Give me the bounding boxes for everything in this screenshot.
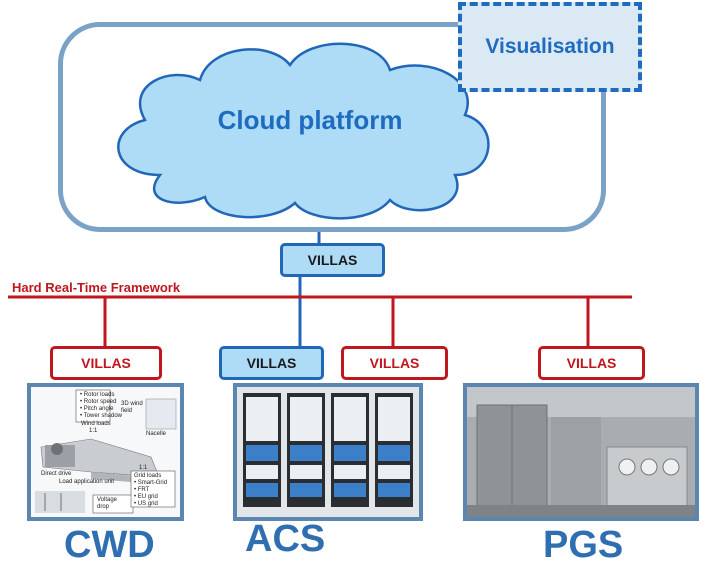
cwd-text-speed: • Rotor speed	[80, 399, 117, 405]
cwd-text-frt: • FRT	[134, 487, 150, 493]
cwd-text-tower: • Tower shadow	[80, 413, 123, 419]
rack-4	[375, 393, 413, 507]
visualisation-label: Visualisation	[485, 35, 615, 58]
villas-mid-label: VILLAS	[369, 355, 420, 371]
cwd-text-voltage: Voltage drop	[97, 497, 118, 510]
cwd-text-smart: • Smart-Grid	[134, 480, 168, 486]
cwd-image: • Rotor loads • Rotor speed • Pitch angl…	[27, 383, 184, 521]
cwd-text-us: • US grid	[134, 501, 158, 507]
villas-top-label: VILLAS	[307, 252, 358, 268]
pgs-image	[463, 383, 699, 521]
cwd-text-eu: • EU grid	[134, 494, 158, 500]
cwd-text-pitch: • Pitch angle	[80, 406, 114, 412]
acs-racks-illustration	[237, 387, 419, 517]
villas-mid-box: VILLAS	[341, 346, 448, 380]
cwd-text-ratio1: 1:1	[89, 428, 98, 434]
cwd-text-windloads: Wind loads	[81, 421, 111, 427]
villas-acs-box: VILLAS	[219, 346, 324, 380]
cwd-text-rotor: • Rotor loads	[80, 392, 115, 398]
villas-cwd-box: VILLAS	[50, 346, 162, 380]
cwd-text-ratio2: 1:1	[139, 465, 148, 471]
cloud-shape	[117, 42, 490, 220]
villas-pgs-box: VILLAS	[538, 346, 645, 380]
acs-image	[233, 383, 423, 521]
cloud-platform-label: Cloud platform	[217, 105, 403, 135]
cwd-text-direct: Direct drive	[41, 471, 72, 477]
villas-pgs-label: VILLAS	[566, 355, 617, 371]
rack-3	[331, 393, 369, 507]
cwd-text-grid: Grid loads	[134, 473, 162, 479]
pgs-lab-illustration	[467, 387, 695, 517]
framework-label: Hard Real-Time Framework	[12, 280, 181, 295]
rack-1	[243, 393, 281, 507]
cwd-text-wind3d: 3D wind field	[121, 401, 143, 414]
cwd-label: CWD	[64, 524, 155, 566]
villas-cwd-label: VILLAS	[81, 355, 131, 371]
rack-2	[287, 393, 325, 507]
cwd-text-nacelle: Nacelle	[146, 431, 167, 437]
villas-top-box: VILLAS	[280, 243, 385, 277]
cwd-text-lau: Load application unit	[59, 479, 115, 485]
acs-label: ACS	[245, 518, 326, 560]
cwd-illustration	[31, 387, 180, 517]
visualisation-box: Visualisation	[458, 2, 642, 92]
villas-acs-label: VILLAS	[246, 355, 297, 371]
pgs-label: PGS	[543, 524, 624, 566]
